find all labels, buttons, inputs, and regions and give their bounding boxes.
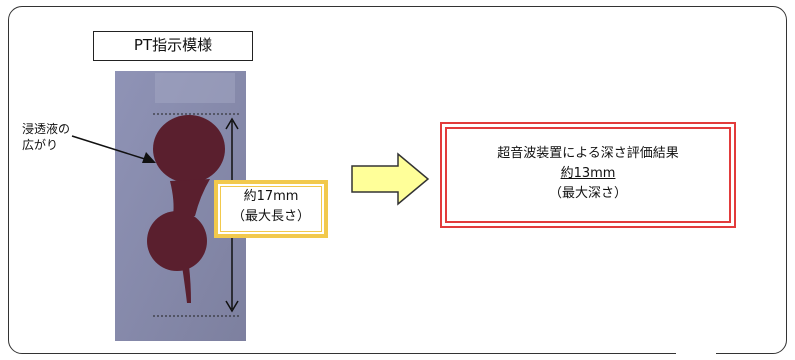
figure-frame (8, 6, 787, 354)
depth-result-value: 約13mm (560, 166, 616, 181)
frame-break-mark (676, 349, 716, 359)
depth-result-box: 超音波装置による深さ評価結果 約13mm （最大深さ） (440, 122, 736, 228)
max-length-caption: （最大長さ） (231, 209, 310, 224)
depth-result-box-inner-border (445, 127, 731, 223)
max-length-value: 約17mm (243, 189, 299, 204)
depth-result-text: 超音波装置による深さ評価結果 約13mm （最大深さ） (442, 144, 734, 204)
spread-label-line1: 浸透液の (22, 122, 71, 136)
penetrant-stain (147, 115, 225, 303)
spread-label-line2: 広がり (22, 138, 59, 152)
depth-result-title: 超音波装置による深さ評価結果 (497, 146, 679, 161)
max-length-box: 約17mm （最大長さ） (214, 180, 328, 238)
right-arrow-icon (351, 152, 430, 206)
depth-result-note: （最大深さ） (548, 186, 627, 201)
spread-pointer-arrow (71, 135, 156, 163)
penetrant-spread-label: 浸透液の 広がり (22, 121, 70, 153)
max-length-box-inner-border (220, 186, 322, 232)
pt-indication-title: PT指示模様 (93, 31, 253, 61)
